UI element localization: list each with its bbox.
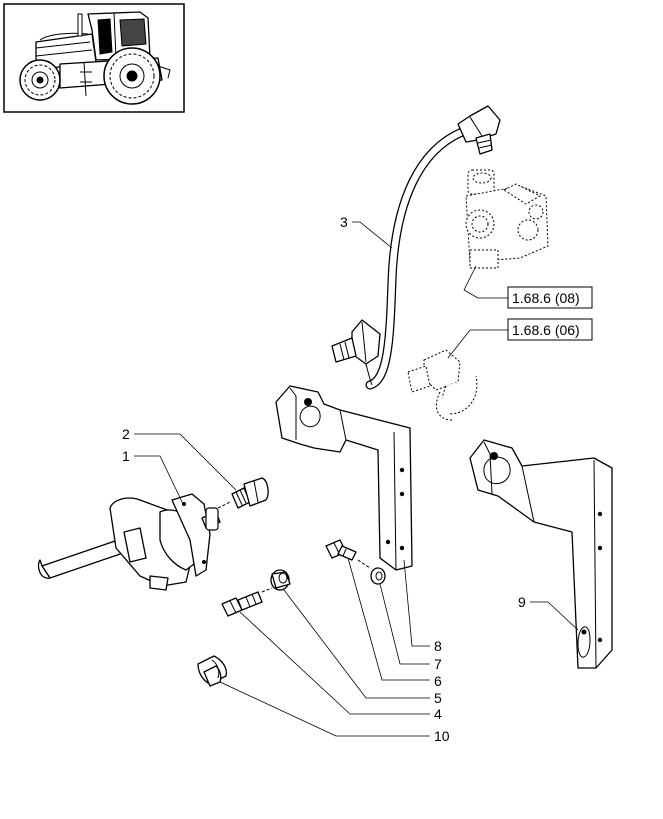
callout-4: 4 [434,706,442,722]
tractor-icon [19,11,171,105]
reference-06-label: 1.68.6 (06) [512,322,580,338]
bracket-9 [469,439,613,669]
reference-box-06[interactable]: 1.68.6 (06) [507,318,593,341]
callout-labels: 3 2 1 8 7 6 5 4 10 9 [122,214,526,744]
leader-lines [134,221,579,737]
fitting-reference [407,349,478,421]
callout-1: 1 [122,448,130,464]
screw-6 [325,539,371,569]
callout-3: 3 [340,214,348,230]
callout-10: 10 [434,728,450,744]
bracket-8 [275,385,413,571]
callout-2: 2 [122,426,130,442]
tractor-thumbnail [3,3,185,113]
reference-box-08[interactable]: 1.68.6 (08) [507,286,593,309]
callout-6: 6 [434,673,442,689]
callout-7: 7 [434,656,442,672]
callout-5: 5 [434,690,442,706]
hose-assembly [331,105,501,390]
washer-5 [270,569,291,591]
bolt-2 [217,477,269,509]
control-valve [37,493,221,591]
screw-4 [221,587,273,617]
plug-10 [197,655,228,687]
washer-7 [370,567,386,585]
callout-8: 8 [434,638,442,654]
valve-block-reference [465,169,549,269]
callout-9: 9 [518,594,526,610]
reference-08-label: 1.68.6 (08) [512,290,580,306]
